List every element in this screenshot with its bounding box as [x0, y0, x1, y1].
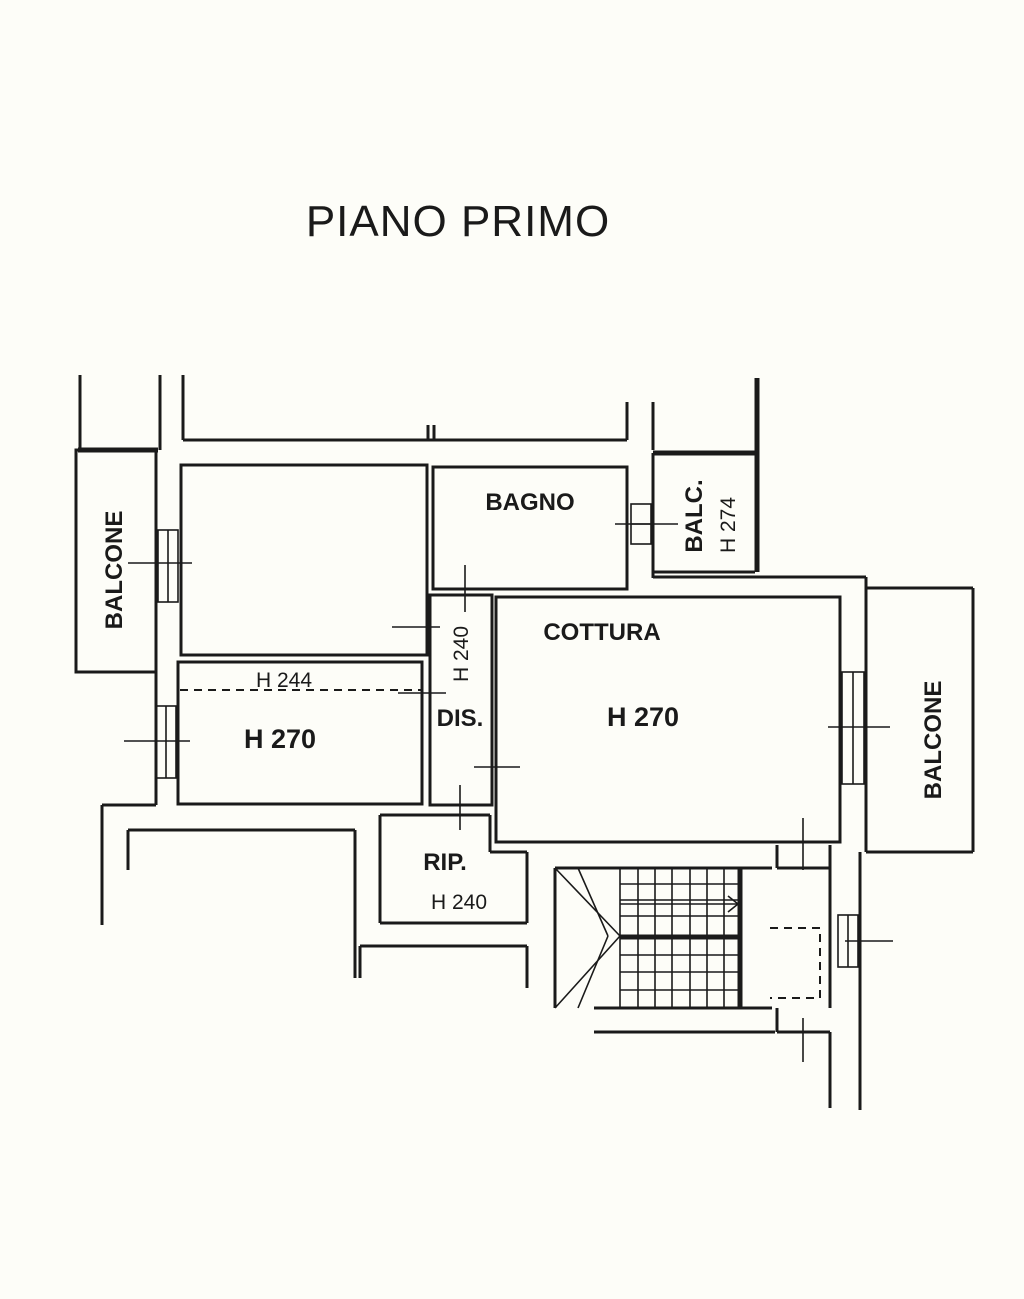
balcone-right: BALCONE — [864, 586, 975, 854]
room-lower-left: H 244 H 270 — [176, 660, 446, 806]
balcone-left-label: BALCONE — [101, 511, 128, 630]
balc-label: BALC. — [681, 479, 708, 552]
landing-right — [770, 845, 893, 1110]
rip-height: H 240 — [431, 891, 487, 914]
dis-label: DIS. — [437, 705, 484, 732]
plan-title: PIANO PRIMO — [306, 197, 610, 246]
balc-small: BALC. H 274 — [651, 450, 755, 574]
balcone-left: BALCONE — [74, 447, 158, 674]
room-lower-left-lowered-height: H 244 — [256, 669, 312, 692]
outer-walls — [78, 375, 760, 572]
stair-treads — [619, 868, 743, 1008]
staircase — [553, 866, 775, 1034]
room-cottura: COTTURA H 270 — [494, 572, 890, 870]
balc-height: H 274 — [717, 497, 740, 553]
room-upper-left — [179, 463, 440, 657]
room-lower-left-height: H 270 — [244, 724, 316, 754]
bagno-label: BAGNO — [485, 489, 574, 516]
cottura-height: H 270 — [607, 702, 679, 732]
room-bagno: BAGNO — [431, 465, 678, 612]
balcone-right-label: BALCONE — [920, 681, 947, 800]
lower-left-structure — [126, 828, 529, 988]
room-dis: H 240 DIS. — [428, 593, 520, 830]
rip-label: RIP. — [423, 849, 467, 876]
cottura-label: COTTURA — [543, 619, 660, 646]
room-rip: RIP. H 240 — [378, 813, 529, 925]
dis-height: H 240 — [450, 626, 473, 682]
